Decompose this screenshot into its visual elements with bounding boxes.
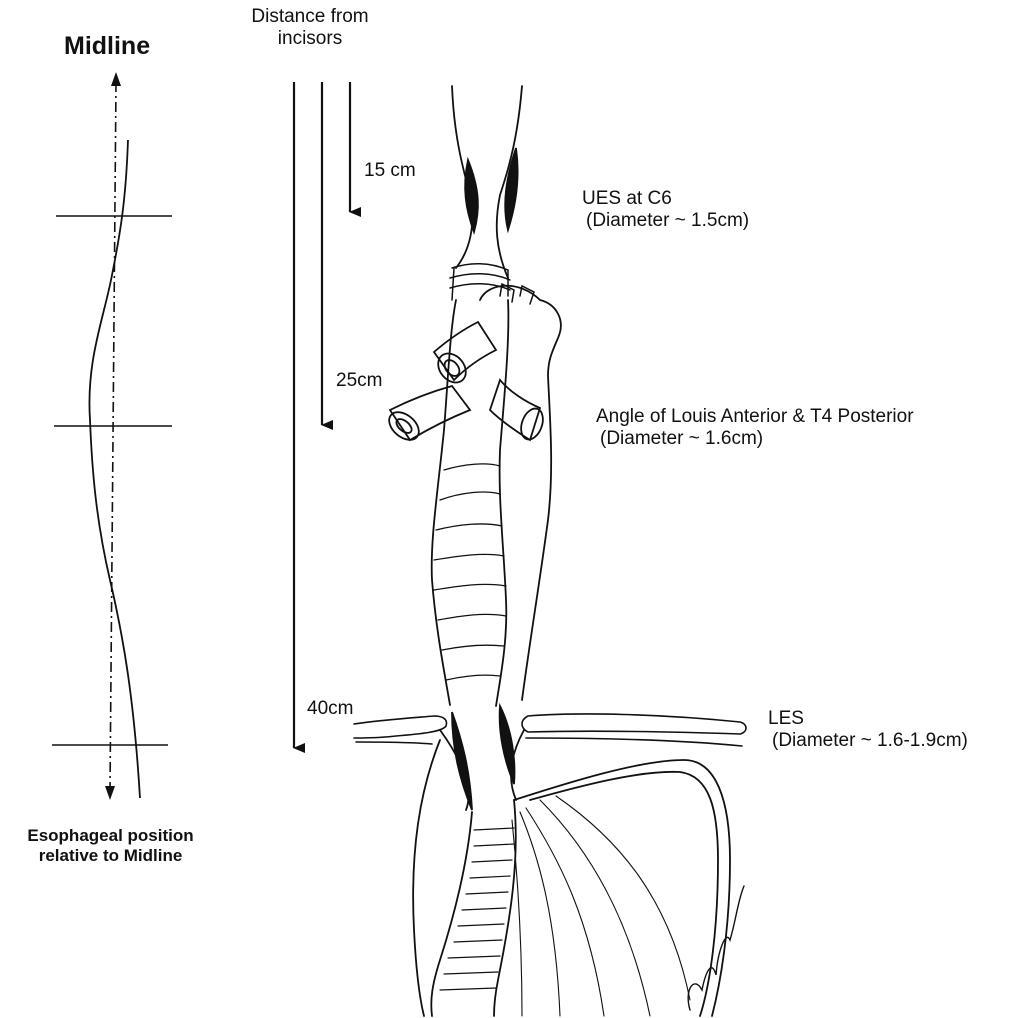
- stomach-outline: [514, 760, 730, 1016]
- landmark-ues: UES at C6 (Diameter ~ 1.5cm): [582, 188, 749, 232]
- esophageal-position-caption: Esophageal position relative to Midline: [8, 826, 213, 865]
- distance-label-40cm: 40cm: [307, 698, 353, 720]
- distance-label-25cm: 25cm: [336, 370, 382, 392]
- distance-heading: Distance from incisors: [240, 6, 380, 50]
- les-muscle-right: [500, 706, 515, 784]
- diaphragm: [354, 714, 746, 746]
- landmark-angle-detail: (Diameter ~ 1.6cm): [596, 428, 914, 450]
- landmark-ues-name: UES at C6: [582, 188, 749, 210]
- lower-esophagus-folds: [440, 828, 514, 990]
- esophagus-folds: [434, 464, 506, 680]
- landmark-les-detail: (Diameter ~ 1.6-1.9cm): [768, 730, 968, 752]
- esophageal-position-curve: [89, 140, 140, 798]
- midline-panel: [52, 72, 172, 800]
- left-bronchus: [433, 322, 496, 388]
- midline-title: Midline: [64, 32, 150, 61]
- ues-muscle-right: [505, 148, 517, 230]
- stomach-fold-lines: [512, 796, 690, 1016]
- lower-esophagus-left: [431, 812, 472, 1016]
- right-bronchus: [384, 380, 547, 445]
- landmark-angle-of-louis: Angle of Louis Anterior & T4 Posterior (…: [596, 406, 914, 450]
- landmark-les: LES (Diameter ~ 1.6-1.9cm): [768, 708, 968, 752]
- landmark-les-name: LES: [768, 708, 968, 730]
- midline-axis: [110, 82, 116, 790]
- midline-arrow-up: [111, 72, 121, 86]
- distance-label-15cm: 15 cm: [364, 160, 416, 182]
- landmark-ues-detail: (Diameter ~ 1.5cm): [582, 210, 749, 232]
- caption-line-1: Esophageal position: [8, 826, 213, 846]
- distance-arrows: [294, 82, 350, 748]
- distance-heading-line-2: incisors: [240, 28, 380, 50]
- midline-arrow-down: [105, 786, 115, 800]
- distance-heading-line-1: Distance from: [240, 6, 380, 28]
- ues-muscle-left: [465, 160, 478, 232]
- landmark-angle-name: Angle of Louis Anterior & T4 Posterior: [596, 406, 914, 428]
- caption-line-2: relative to Midline: [8, 846, 213, 866]
